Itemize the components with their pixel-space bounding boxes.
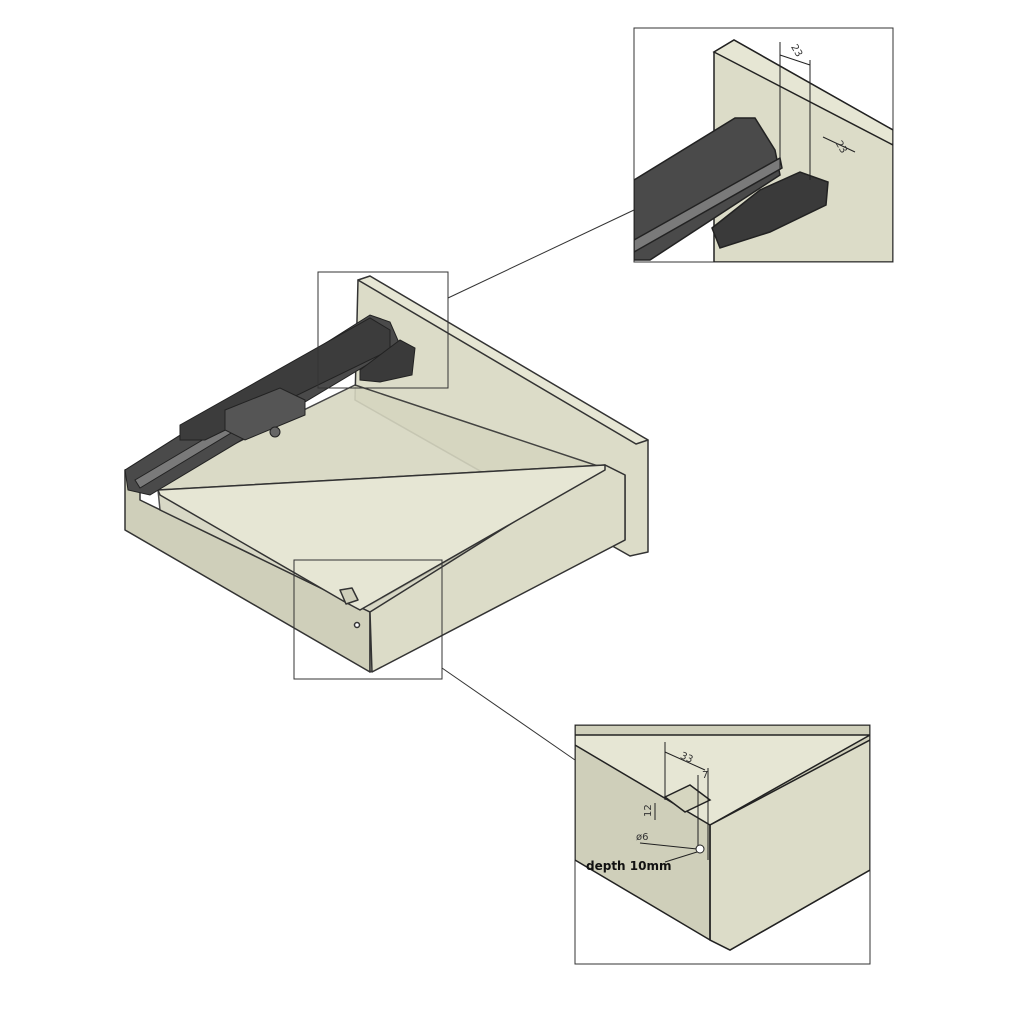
dim-label-width: 33 [678, 750, 694, 765]
locking-device [359, 339, 416, 383]
drawer-front-panel-top [357, 275, 649, 445]
runner [124, 314, 416, 496]
detail-callouts [293, 209, 635, 761]
detail-top: 23 23 [633, 27, 894, 263]
detail-bottom: 33 7 12 ø6 depth 10mm [574, 724, 871, 965]
leader-line-top [447, 209, 635, 299]
notch [339, 587, 359, 605]
drawer-assembly [124, 275, 649, 673]
adjust-screw [269, 426, 281, 438]
leader-line-bottom [441, 667, 576, 761]
hole-diameter-label: ø6 [636, 832, 648, 843]
dim-label-height: 12 [643, 804, 654, 817]
detail-frame-locking [317, 271, 449, 389]
runner-clip-block [224, 387, 306, 441]
locking-device-detail [711, 171, 829, 249]
depth-note: depth 10mm [586, 859, 671, 873]
detail-frame-notch [293, 559, 443, 680]
drill-hole [353, 621, 361, 629]
drawer-side-top-edge [157, 464, 606, 611]
dim-label-offset: 7 [702, 770, 708, 781]
